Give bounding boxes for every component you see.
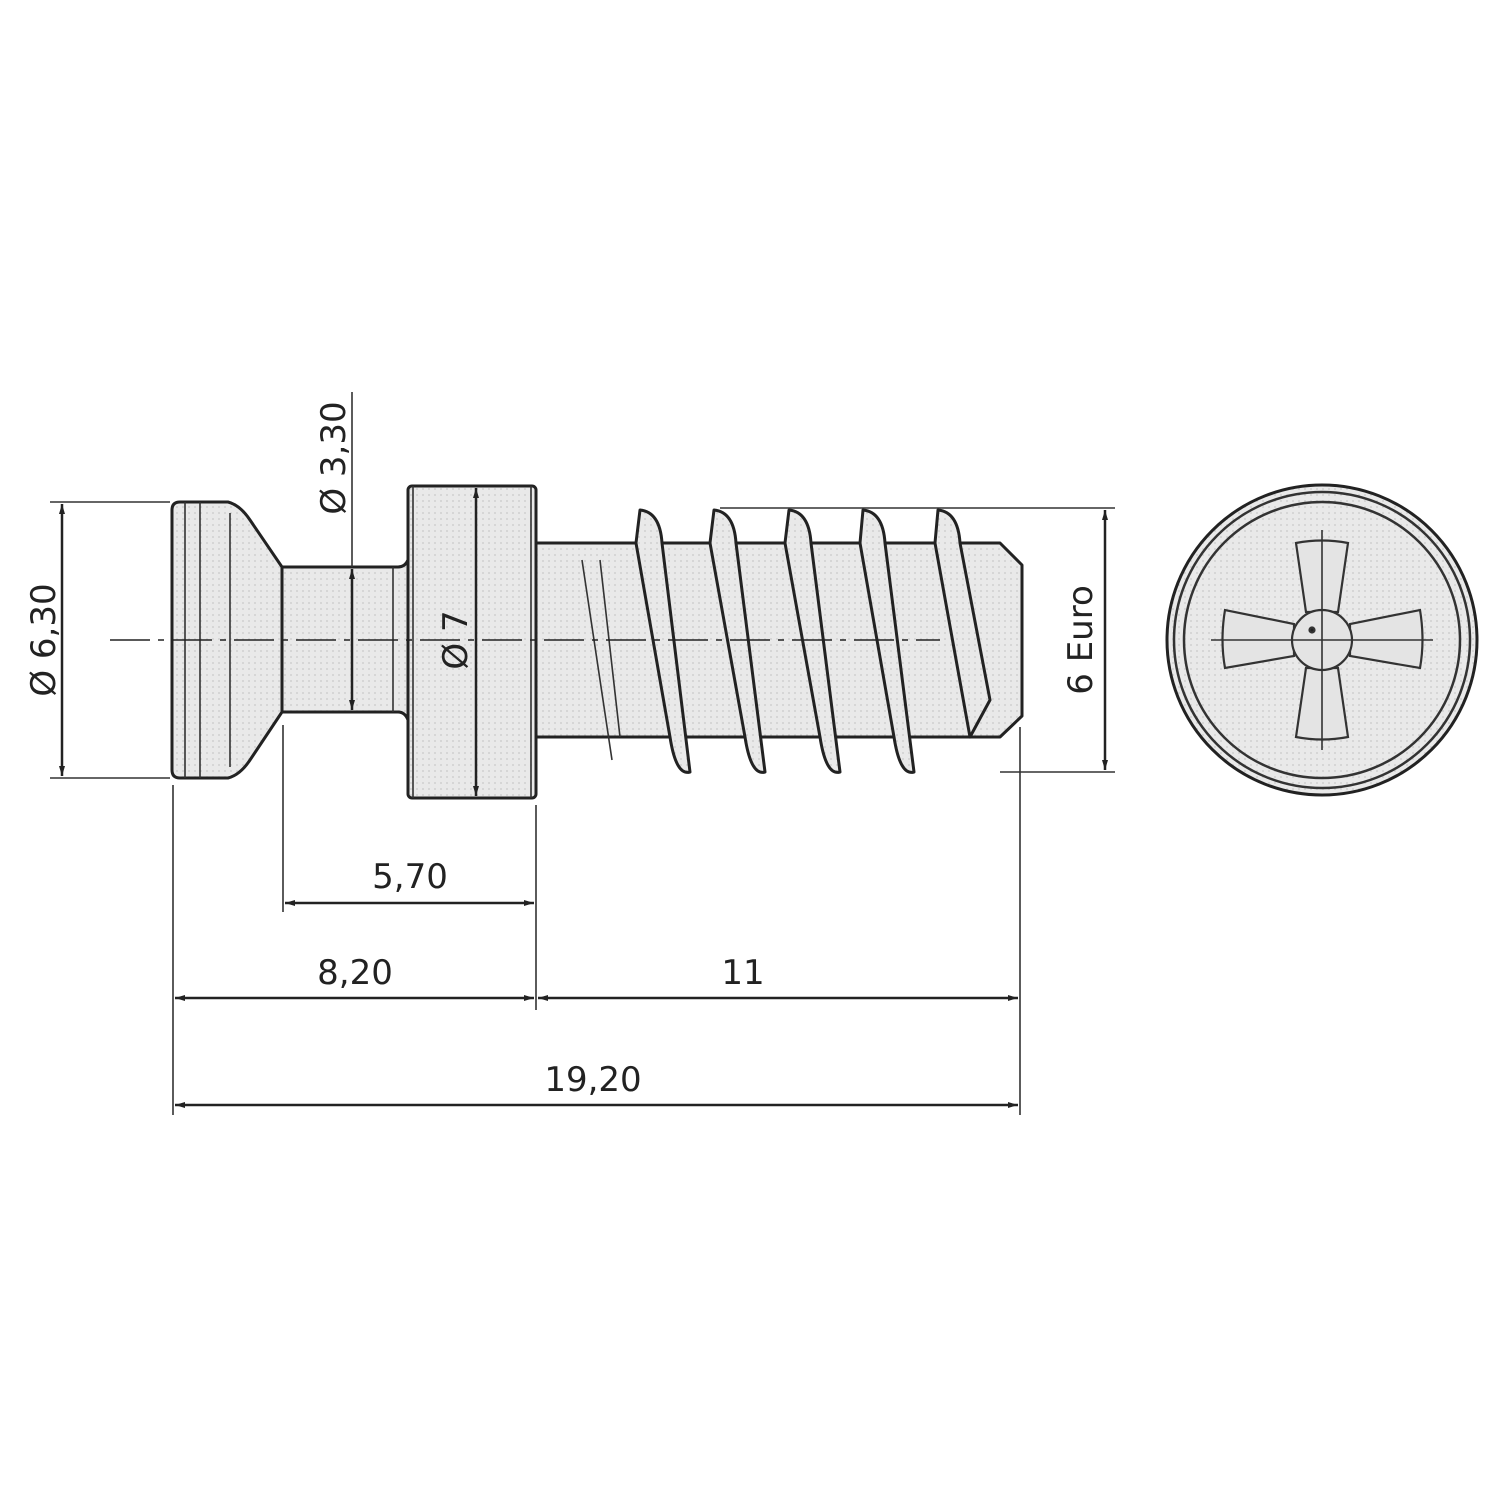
dim-label: Ø 6,30: [24, 583, 64, 696]
threads: [581, 508, 992, 774]
dimension-head-length: 8,20: [175, 953, 534, 1001]
side-view: [110, 484, 1024, 800]
dim-label: 8,20: [317, 953, 393, 993]
dimension-head-diameter: Ø 6,30: [24, 501, 170, 779]
dim-label: Ø 3,30: [314, 401, 354, 514]
dimension-neck-length: 5,70: [285, 857, 534, 906]
dimension-thread-length: 11: [538, 953, 1018, 1001]
dim-label: 5,70: [372, 857, 448, 897]
dim-label: Ø 7: [436, 610, 476, 669]
dim-label: 6 Euro: [1061, 585, 1101, 695]
dimension-neck-diameter: Ø 3,30: [314, 392, 355, 710]
dimension-thread: 6 Euro: [720, 507, 1115, 773]
dimension-total-length: 19,20: [175, 1060, 1018, 1108]
dim-label: 11: [721, 953, 764, 993]
dim-label: 19,20: [544, 1060, 641, 1100]
end-view: [1165, 483, 1479, 797]
dimension-collar-diameter: Ø 7: [436, 488, 479, 796]
collar: [406, 484, 538, 800]
